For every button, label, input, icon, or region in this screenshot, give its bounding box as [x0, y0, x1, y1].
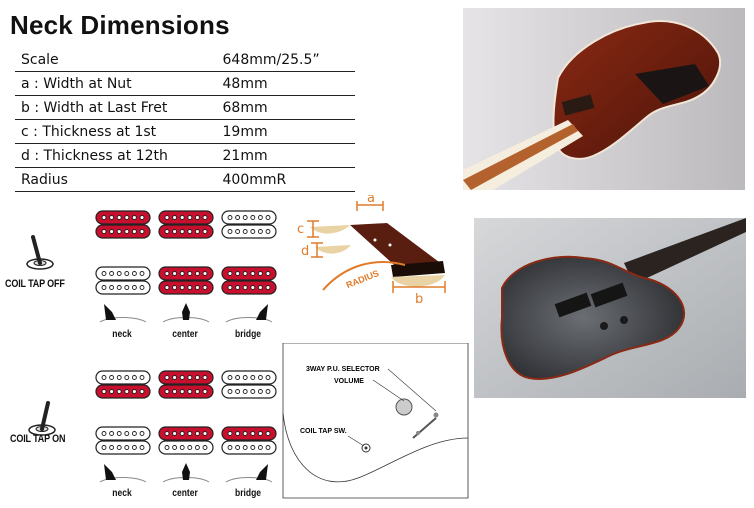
position-label-center: center: [172, 488, 198, 499]
humbucker-pickup-icon: [221, 210, 277, 239]
neck-dimensions-table: Scale 648mm/25.5” a : Width at Nut 48mm b …: [15, 48, 355, 192]
neck-cross-section-diagram: a b c d RADIUS: [297, 195, 446, 305]
guitar-body-illustration: [463, 8, 745, 190]
dim-b-label: b: [415, 292, 423, 305]
neck-profile-b: [391, 275, 445, 287]
selector-label: 3WAY P.U. SELECTOR: [306, 366, 380, 373]
humbucker-pickup-icon: [95, 210, 151, 239]
selector-position-icon: [99, 304, 147, 323]
radius-label: RADIUS: [345, 268, 381, 290]
toggle-switch-on-icon: [28, 401, 56, 436]
spec-value: 68mm: [222, 99, 268, 116]
guitar-full-illustration: [474, 218, 746, 398]
humbucker-pickup-icon: [95, 426, 151, 455]
dim-d-label: d: [301, 244, 309, 259]
humbucker-pickup-icon: [221, 370, 277, 399]
humbucker-pickup-icon: [95, 266, 151, 295]
dim-c-label: c: [297, 222, 304, 237]
spec-label: c : Thickness at 1st: [21, 123, 157, 140]
position-label-center: center: [172, 329, 198, 340]
radius-arc: [322, 261, 406, 291]
neck-profile-c: [310, 225, 350, 234]
spec-label: Scale: [21, 51, 59, 68]
toggle-switch-off-icon: [26, 235, 54, 270]
humbucker-pickup-icon: [158, 210, 214, 239]
selector-position-icon: [162, 463, 210, 483]
page-title: Neck Dimensions: [10, 10, 230, 40]
position-label-bridge: bridge: [235, 488, 261, 499]
humbucker-pickup-icon: [158, 266, 214, 295]
table-row: Scale 648mm/25.5”: [15, 48, 355, 72]
neck-profile-d: [315, 245, 351, 254]
spec-value: 19mm: [222, 123, 268, 140]
guitar-body-photo: [463, 8, 745, 190]
selector-position-icon: [225, 304, 273, 323]
humbucker-pickup-icon: [158, 426, 214, 455]
selector-position-icon: [225, 464, 273, 483]
coil-tap-off-label: COIL TAP OFF: [5, 278, 65, 290]
guitar-full-photo: [474, 218, 746, 398]
table-row: d : Thickness at 12th 21mm: [15, 144, 355, 168]
spec-label: a : Width at Nut: [21, 75, 132, 92]
neck-board: [350, 223, 443, 273]
position-label-neck: neck: [112, 329, 132, 340]
volume-label: VOLUME: [334, 378, 364, 385]
humbucker-pickup-icon: [158, 370, 214, 399]
selector-position-icon: [99, 464, 147, 483]
humbucker-pickup-icon: [95, 370, 151, 399]
spec-value: 21mm: [222, 147, 268, 164]
spec-value: 648mm/25.5”: [222, 51, 320, 68]
spec-value: 48mm: [222, 75, 268, 92]
spec-label: d : Thickness at 12th: [21, 147, 168, 164]
table-row: Radius 400mmR: [15, 168, 355, 192]
table-row: a : Width at Nut 48mm: [15, 72, 355, 96]
spec-label: Radius: [21, 171, 68, 188]
table-row: b : Width at Last Fret 68mm: [15, 96, 355, 120]
selector-position-icon: [162, 303, 210, 323]
position-label-bridge: bridge: [235, 329, 261, 340]
spec-value: 400mmR: [222, 171, 287, 188]
coil-tap-switch-label: COIL TAP SW.: [300, 428, 347, 435]
coil-tap-on-label: COIL TAP ON: [10, 433, 66, 445]
dim-a-label: a: [367, 195, 375, 206]
spec-label: b : Width at Last Fret: [21, 99, 168, 116]
humbucker-pickup-icon: [221, 266, 277, 295]
position-label-neck: neck: [112, 488, 132, 499]
humbucker-pickup-icon: [221, 426, 277, 455]
wiring-diagram: 3WAY P.U. SELECTOR VOLUME COIL TAP SW.: [282, 343, 469, 499]
table-row: c : Thickness at 1st 19mm: [15, 120, 355, 144]
